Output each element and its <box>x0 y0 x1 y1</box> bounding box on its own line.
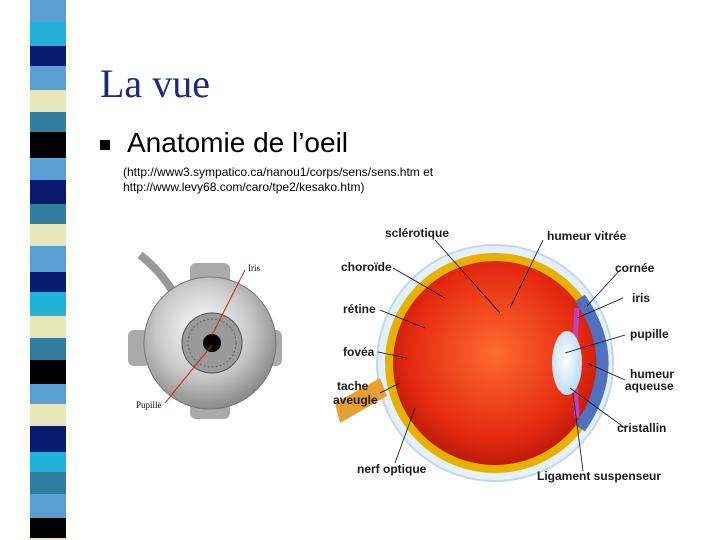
bullet-text: Anatomie de l’oeil <box>127 127 349 158</box>
label-tache-aveugle-2: aveugle <box>333 393 378 407</box>
iris-texture <box>187 318 237 368</box>
stripe-block <box>30 22 66 46</box>
stripe-block <box>30 360 66 384</box>
stripe-block <box>30 112 66 132</box>
stripe-block <box>30 538 66 540</box>
stripe-block <box>30 494 66 518</box>
stripe-block <box>30 224 66 246</box>
label-ligament: Ligament suspenseur <box>537 469 661 483</box>
label-retine: rétine <box>343 302 376 316</box>
label-choroide: choroïde <box>341 260 392 274</box>
source-line-2: http://www.levy68.com/caro/tpe2/kesako.h… <box>123 180 365 194</box>
eye-muscle <box>137 251 179 298</box>
stripe-block <box>30 292 66 316</box>
stripe-block <box>30 246 66 272</box>
label-iris: Iris <box>248 263 260 273</box>
stripe-block <box>30 426 66 452</box>
label-pupille: pupille <box>630 327 669 341</box>
vitreous-humor <box>393 261 597 465</box>
source-line-1: (http://www3.sympatico.ca/nanou1/corps/s… <box>123 165 434 179</box>
stripe-block <box>30 404 66 426</box>
stripe-block <box>30 316 66 338</box>
stripe-block <box>30 66 66 90</box>
label-pupille: Pupille <box>136 400 162 410</box>
eye-front-illustration: Iris Pupille <box>128 251 282 419</box>
stripe-block <box>30 338 66 360</box>
stripe-block <box>30 384 66 404</box>
label-cristallin: cristallin <box>617 421 666 435</box>
label-tache-aveugle-1: tache <box>337 379 369 393</box>
label-fovea: fovéa <box>343 345 375 359</box>
label-humeur-vitree: humeur vitrée <box>547 229 627 243</box>
stripe-block <box>30 90 66 112</box>
stripe-block <box>30 452 66 472</box>
stripe-block <box>30 132 66 158</box>
stripe-block <box>30 518 66 538</box>
decorative-stripe <box>30 0 66 540</box>
stripe-block <box>30 0 66 22</box>
pointer-line-pupille <box>164 344 213 404</box>
pupil <box>203 334 221 352</box>
lens <box>552 331 582 395</box>
stripe-block <box>30 158 66 180</box>
stripe-block <box>30 472 66 494</box>
optic-nerve <box>335 378 387 423</box>
stripe-block <box>30 272 66 292</box>
pointer-line-iris <box>211 269 246 336</box>
bullet-square-icon <box>100 140 110 150</box>
label-nerf-optique: nerf optique <box>357 462 427 476</box>
label-cornee: cornée <box>615 261 655 275</box>
leader-lines <box>377 239 626 472</box>
stripe-block <box>30 180 66 204</box>
label-iris: iris <box>632 291 650 305</box>
eye-cross-section: sclérotique humeur vitrée choroïde corné… <box>333 226 674 483</box>
stripe-block <box>30 204 66 224</box>
label-humeur-aqueuse-2: aqueuse <box>625 379 674 393</box>
source-citation: (http://www3.sympatico.ca/nanou1/corps/s… <box>123 165 433 195</box>
label-sclerotique: sclérotique <box>385 226 449 240</box>
slide-title: La vue <box>100 61 210 106</box>
label-humeur-aqueuse-1: humeur <box>630 367 674 381</box>
stripe-block <box>30 46 66 66</box>
